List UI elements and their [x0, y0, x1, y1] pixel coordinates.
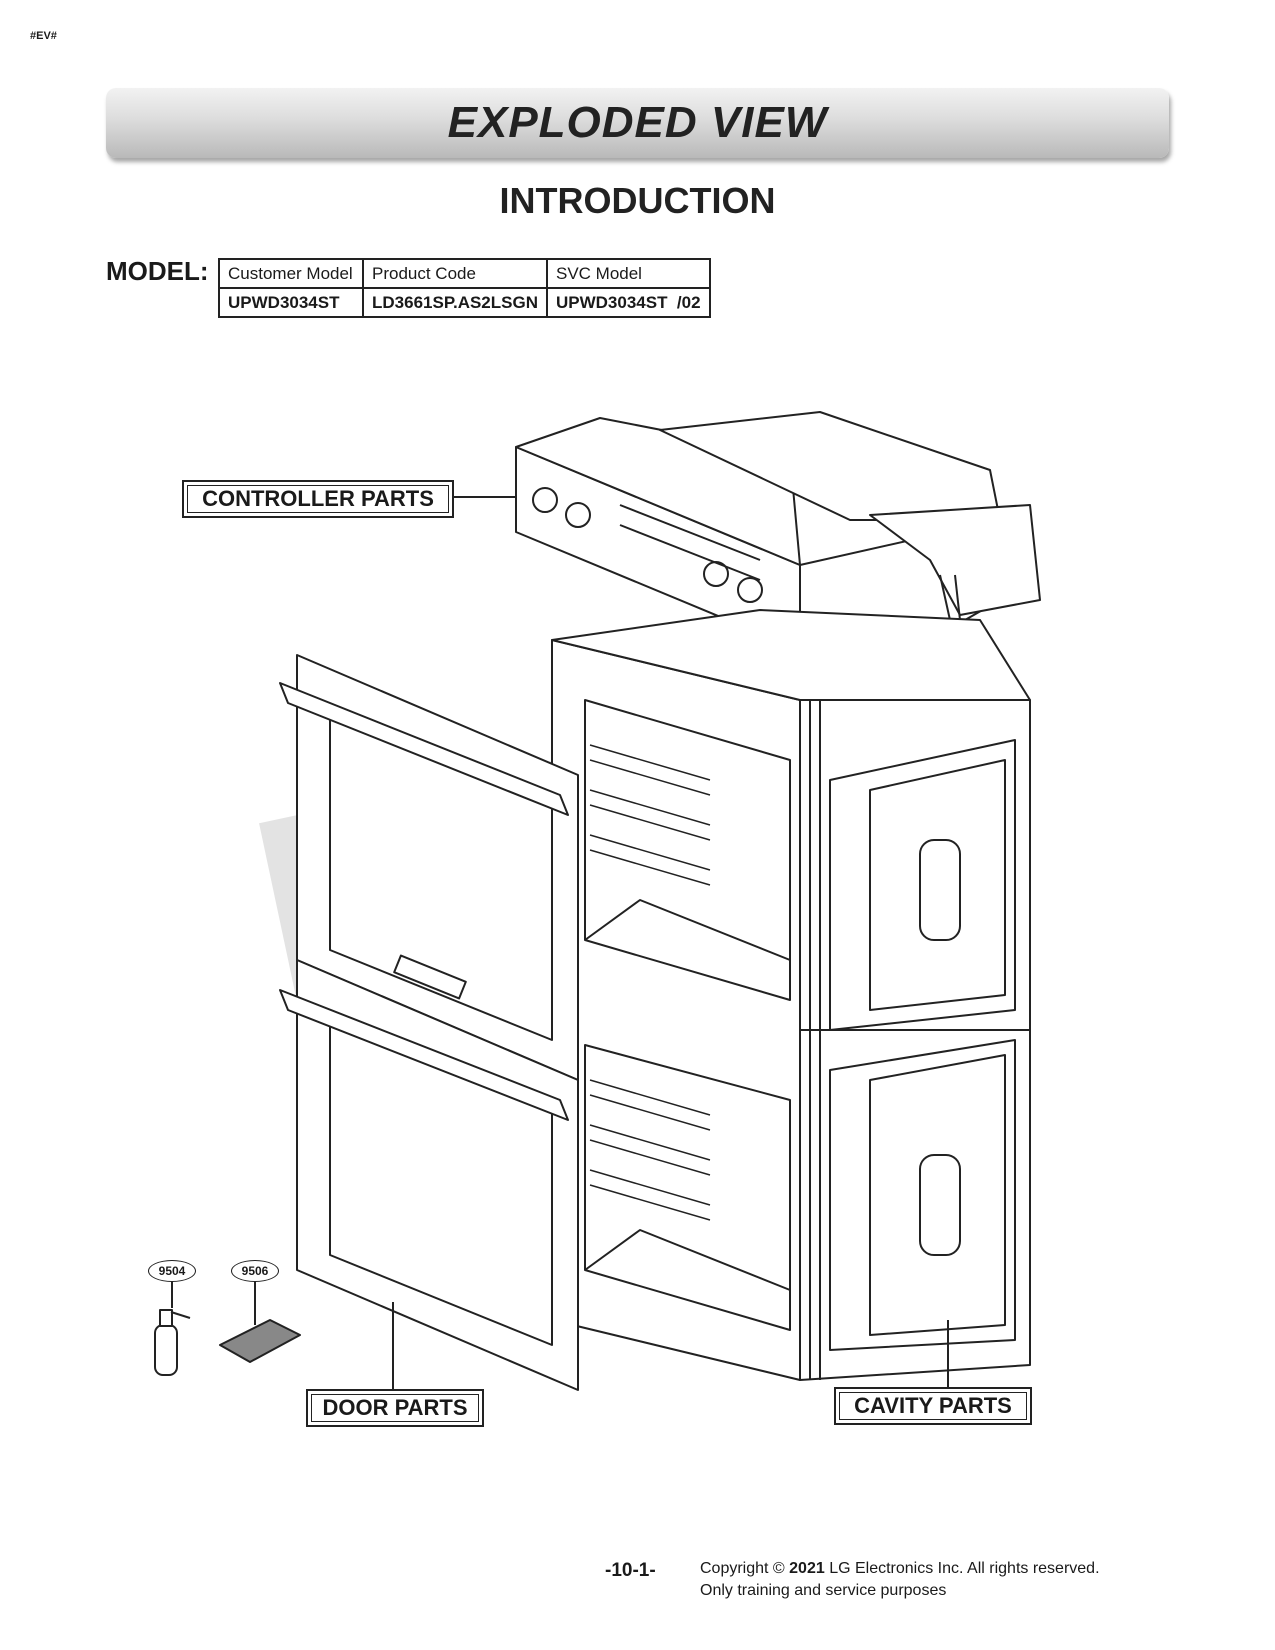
- cavity-parts-label: CAVITY PARTS: [834, 1387, 1032, 1425]
- door-assembly: [279, 654, 579, 1391]
- page-banner: EXPLODED VIEW: [106, 88, 1169, 158]
- value-svc-model: UPWD3034ST /02: [545, 287, 711, 318]
- callout-9506: 9506: [231, 1260, 279, 1282]
- document-tag: #EV#: [30, 30, 57, 42]
- copyright-notice: Copyright © 2021 LG Electronics Inc. All…: [700, 1558, 1100, 1602]
- door-parts-label: DOOR PARTS: [306, 1389, 484, 1427]
- copyright-suffix: LG Electronics Inc. All rights reserved.: [824, 1560, 1100, 1577]
- accessory-pad: [219, 1319, 301, 1363]
- controller-parts-label: CONTROLLER PARTS: [182, 480, 454, 518]
- controller-assembly: [515, 411, 1041, 651]
- model-table: Customer Model Product Code SVC Model UP…: [218, 258, 711, 318]
- header-customer-model: Customer Model: [218, 258, 364, 289]
- section-title: INTRODUCTION: [499, 180, 776, 221]
- usage-notice: Only training and service purposes: [700, 1582, 947, 1599]
- cavity-assembly: [551, 609, 1031, 1381]
- value-customer-model: UPWD3034ST: [218, 287, 364, 318]
- model-label: MODEL:: [106, 256, 209, 286]
- page-number: -10-1-: [605, 1560, 656, 1581]
- value-product-code: LD3661SP.AS2LSGN: [362, 287, 548, 318]
- header-svc-model: SVC Model: [545, 258, 711, 289]
- model-table-header-row: Customer Model Product Code SVC Model: [218, 258, 711, 289]
- callout-9504: 9504: [148, 1260, 196, 1282]
- copyright-year: 2021: [789, 1560, 825, 1577]
- model-table-value-row: UPWD3034ST LD3661SP.AS2LSGN UPWD3034ST /…: [218, 287, 711, 318]
- banner-title: EXPLODED VIEW: [447, 98, 828, 147]
- accessory-spray-bottle: [154, 1309, 191, 1376]
- header-product-code: Product Code: [362, 258, 548, 289]
- copyright-prefix: Copyright ©: [700, 1560, 790, 1577]
